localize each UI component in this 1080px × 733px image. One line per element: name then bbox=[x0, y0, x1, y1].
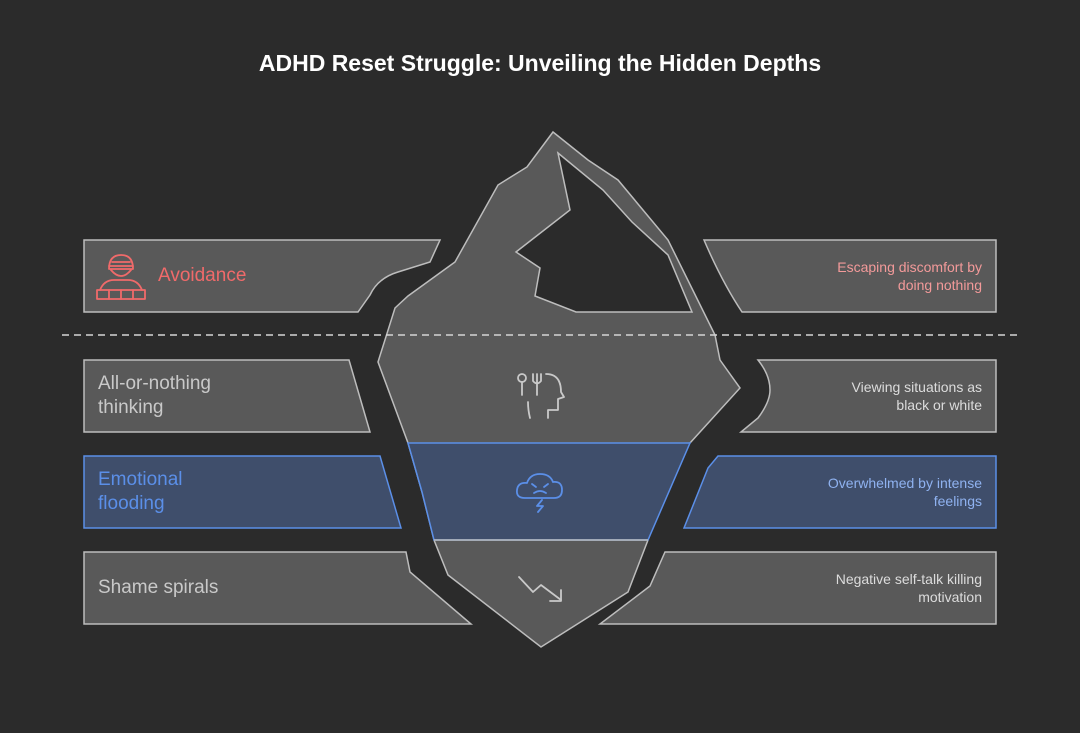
label-shame-spirals-line1: Shame spirals bbox=[98, 577, 219, 598]
label-all-or-nothing: All-or-nothing thinking bbox=[98, 372, 211, 420]
label-emotional-flooding: Emotional flooding bbox=[98, 468, 183, 516]
label-all-or-nothing-line2: thinking bbox=[98, 397, 164, 418]
desc-avoidance-line2: doing nothing bbox=[897, 277, 982, 293]
desc-all-or-nothing-line1: Viewing situations as bbox=[851, 379, 982, 395]
desc-emotional-flooding: Overwhelmed by intense feelings bbox=[700, 474, 982, 510]
head-choice-icon bbox=[517, 373, 565, 419]
desc-shame-spirals-line1: Negative self-talk killing bbox=[835, 571, 982, 587]
left-panel-avoidance bbox=[83, 239, 442, 313]
downward-trend-icon bbox=[518, 576, 562, 602]
left-panel-shame-spirals bbox=[83, 551, 474, 625]
left-panel-emotional-flooding bbox=[83, 455, 402, 529]
iceberg-emotional-band bbox=[407, 442, 692, 541]
label-emotional-flooding-line1: Emotional bbox=[98, 469, 183, 490]
desc-shame-spirals-line2: motivation bbox=[918, 589, 982, 605]
right-panel-all-or-nothing bbox=[738, 359, 997, 433]
right-panel-emotional-flooding bbox=[682, 455, 997, 529]
desc-shame-spirals: Negative self-talk killing motivation bbox=[700, 570, 982, 606]
label-shame-spirals: Shame spirals bbox=[98, 576, 218, 600]
storm-cloud-icon bbox=[516, 473, 563, 513]
iceberg-crevasse bbox=[514, 151, 694, 313]
right-panel-avoidance bbox=[702, 239, 997, 313]
desc-all-or-nothing-line2: black or white bbox=[896, 397, 982, 413]
desc-all-or-nothing: Viewing situations as black or white bbox=[700, 378, 982, 414]
desc-emotional-flooding-line1: Overwhelmed by intense bbox=[827, 475, 982, 491]
left-panel-all-or-nothing bbox=[83, 359, 371, 433]
label-all-or-nothing-line1: All-or-nothing bbox=[98, 373, 211, 394]
desc-avoidance-line1: Escaping discomfort by bbox=[837, 259, 982, 275]
label-avoidance-line1: Avoidance bbox=[158, 265, 247, 286]
right-panel-shame-spirals bbox=[597, 551, 997, 625]
desc-avoidance: Escaping discomfort by doing nothing bbox=[700, 258, 982, 294]
page-title: ADHD Reset Struggle: Unveiling the Hidde… bbox=[258, 50, 822, 76]
avoidance-person-wall-icon bbox=[96, 254, 146, 300]
label-avoidance: Avoidance bbox=[158, 264, 246, 288]
label-emotional-flooding-line2: flooding bbox=[98, 493, 165, 514]
desc-emotional-flooding-line2: feelings bbox=[933, 493, 982, 509]
